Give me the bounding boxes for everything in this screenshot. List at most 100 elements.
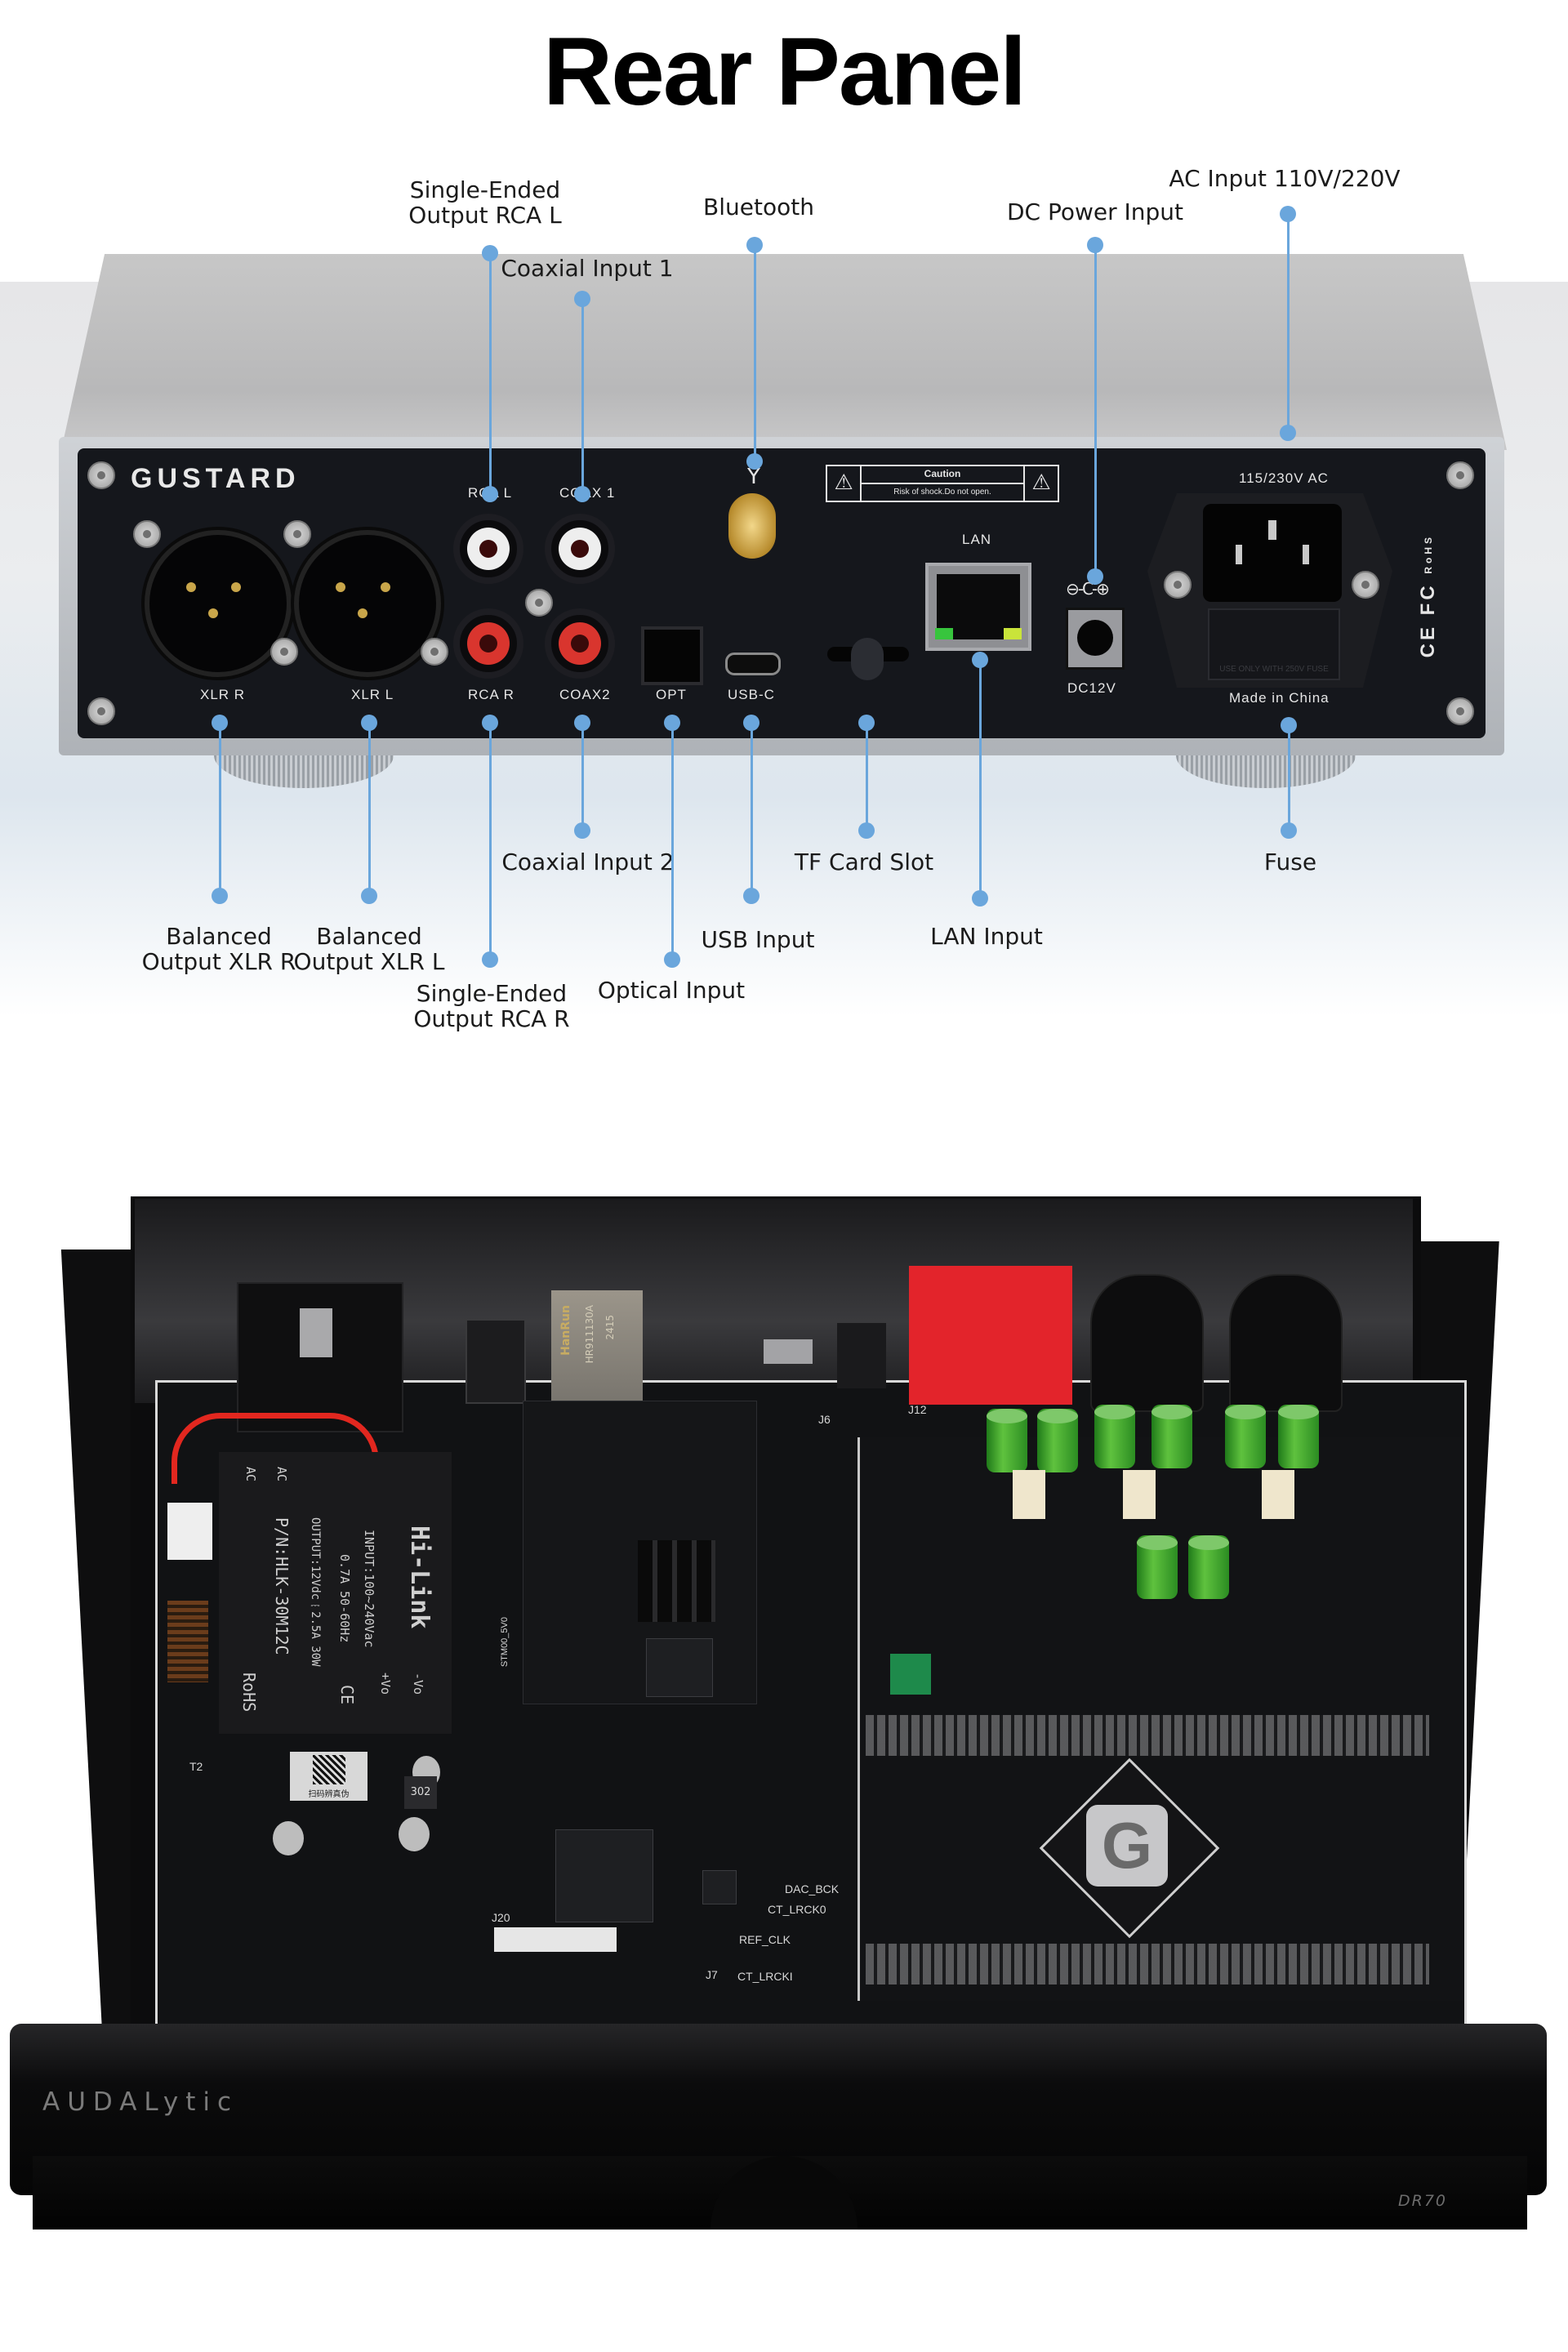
xlr-jack-internal <box>1090 1274 1204 1412</box>
callout-line <box>1288 725 1290 831</box>
electrolytic-capacitor <box>273 1821 304 1855</box>
callout-dot <box>1280 425 1296 441</box>
hilink-terminal-ac: AC <box>243 1467 258 1482</box>
lan-port[interactable] <box>925 563 1031 651</box>
coax2-jack[interactable] <box>545 608 615 679</box>
callout-line <box>1287 214 1290 433</box>
rca-l-jack[interactable] <box>453 514 523 584</box>
callout-dot <box>1281 822 1297 839</box>
callout-usb: USB Input <box>701 926 815 953</box>
capacitor-green <box>1188 1535 1229 1599</box>
capacitor-green <box>1278 1405 1319 1468</box>
screw-icon <box>1164 571 1192 599</box>
silkscreen-ct-lrcki: CT_LRCKI <box>737 1970 793 1983</box>
page-title: Rear Panel <box>543 18 1027 126</box>
gustard-g-logo: G <box>1086 1805 1168 1886</box>
ac-voltage-label: 115/230V AC <box>1239 470 1329 486</box>
silkscreen-j6: J6 <box>818 1413 831 1426</box>
hilink-input2: 0.7A 50-60Hz <box>337 1554 352 1643</box>
callout-line <box>754 245 756 461</box>
callout-ac: AC Input 110V/220V <box>1169 165 1401 192</box>
caution-label: ⚠ Caution Risk of shock.Do not open. ⚠ <box>826 465 1059 502</box>
callout-dot <box>858 822 875 839</box>
silkscreen-t2: T2 <box>189 1760 203 1773</box>
bluetooth-module <box>890 1654 931 1695</box>
silkscreen-5v0: STM00_5V0 <box>500 1617 510 1668</box>
callout-dot <box>574 822 590 839</box>
iec-power-inlet[interactable] <box>1203 504 1342 602</box>
lan-label: LAN <box>962 532 992 547</box>
inductor: 302 <box>404 1776 437 1809</box>
usb-c-internal <box>764 1339 813 1364</box>
callout-dc: DC Power Input <box>1006 198 1184 225</box>
callout-dot <box>574 486 590 502</box>
relay <box>1013 1470 1045 1519</box>
callout-dot <box>1281 717 1297 733</box>
hilink-terminal-ac: AC <box>274 1467 289 1482</box>
optical-port[interactable] <box>641 626 703 685</box>
callout-line <box>866 723 868 831</box>
xlr-l-connector[interactable] <box>294 530 441 677</box>
coax1-jack[interactable] <box>545 514 615 584</box>
silkscreen-ref-clk: REF_CLK <box>739 1933 791 1946</box>
fuse-drawer[interactable]: USE ONLY WITH 250V FUSE <box>1208 608 1340 680</box>
common-mode-choke <box>167 1601 208 1682</box>
callout-line <box>1094 245 1097 577</box>
bluetooth-antenna-connector[interactable] <box>728 493 776 559</box>
screw-icon <box>270 638 298 666</box>
rca-jack-internal-red <box>909 1266 1072 1405</box>
capacitor-green <box>1152 1405 1192 1468</box>
usb-c-port[interactable] <box>725 653 781 675</box>
relay <box>1262 1470 1294 1519</box>
qr-caption: 扫码辨真伪 <box>308 1790 350 1799</box>
hilink-terminal-vo-plus: +Vo <box>378 1673 393 1695</box>
fc-mark: FC <box>1417 582 1439 616</box>
hanrun-brand: HanRun <box>559 1305 572 1356</box>
hilink-logo: Hi-Link <box>405 1526 434 1629</box>
streamer-module <box>523 1401 757 1704</box>
qr-code-sticker: 扫码辨真伪 <box>290 1752 368 1801</box>
antenna-icon: Y <box>747 465 760 489</box>
qr-code-icon <box>313 1755 345 1784</box>
callout-dot <box>1087 568 1103 585</box>
callout-coax1: Coaxial Input 1 <box>501 255 674 282</box>
dc-polarity-icon: ⊖-C-⊕ <box>1066 579 1110 599</box>
tf-slot-internal <box>837 1323 886 1388</box>
callout-dot <box>1280 206 1296 222</box>
hilink-part-number: P/N:HLK-30M12C <box>272 1517 292 1655</box>
relay <box>1123 1470 1156 1519</box>
callout-line <box>581 299 584 495</box>
silkscreen-ct-lrck0: CT_LRCK0 <box>768 1903 826 1916</box>
capacitor-green <box>1137 1535 1178 1599</box>
electrolytic-capacitor <box>399 1817 430 1851</box>
dc-power-jack[interactable] <box>1066 608 1125 670</box>
coax2-label: COAX2 <box>559 687 611 702</box>
callout-dot <box>212 715 228 731</box>
xlr-r-connector[interactable] <box>145 530 292 677</box>
made-in-label: Made in China <box>1229 690 1330 706</box>
usb-c-label: USB-C <box>728 687 775 702</box>
ethernet-part-number: HR911130A <box>584 1305 595 1364</box>
lan-led-yellow <box>1004 628 1022 639</box>
callout-bluetooth: Bluetooth <box>703 194 814 220</box>
rca-r-jack[interactable] <box>453 608 523 679</box>
caution-heading: Caution <box>862 466 1023 484</box>
xlr-jack-internal <box>1229 1274 1343 1412</box>
silkscreen-j20: J20 <box>492 1911 510 1924</box>
callout-dot <box>361 888 377 904</box>
callout-dot <box>664 715 680 731</box>
rear-panel: GUSTARD XLR R XLR L RCA L COAX 1 RCA R C… <box>78 448 1486 738</box>
callout-line <box>489 253 492 494</box>
callout-dot <box>212 888 228 904</box>
callout-line <box>368 723 371 896</box>
rohs-mark: RoHS <box>1423 534 1434 574</box>
callout-line <box>489 723 492 960</box>
resistor-array <box>866 1715 1429 1756</box>
hilink-psu-module: Hi-Link INPUT:100~240Vac 0.7A 50-60Hz OU… <box>219 1452 452 1734</box>
front-brand-logo: AUDALytic <box>42 2087 239 2117</box>
callout-dot <box>1087 237 1103 253</box>
